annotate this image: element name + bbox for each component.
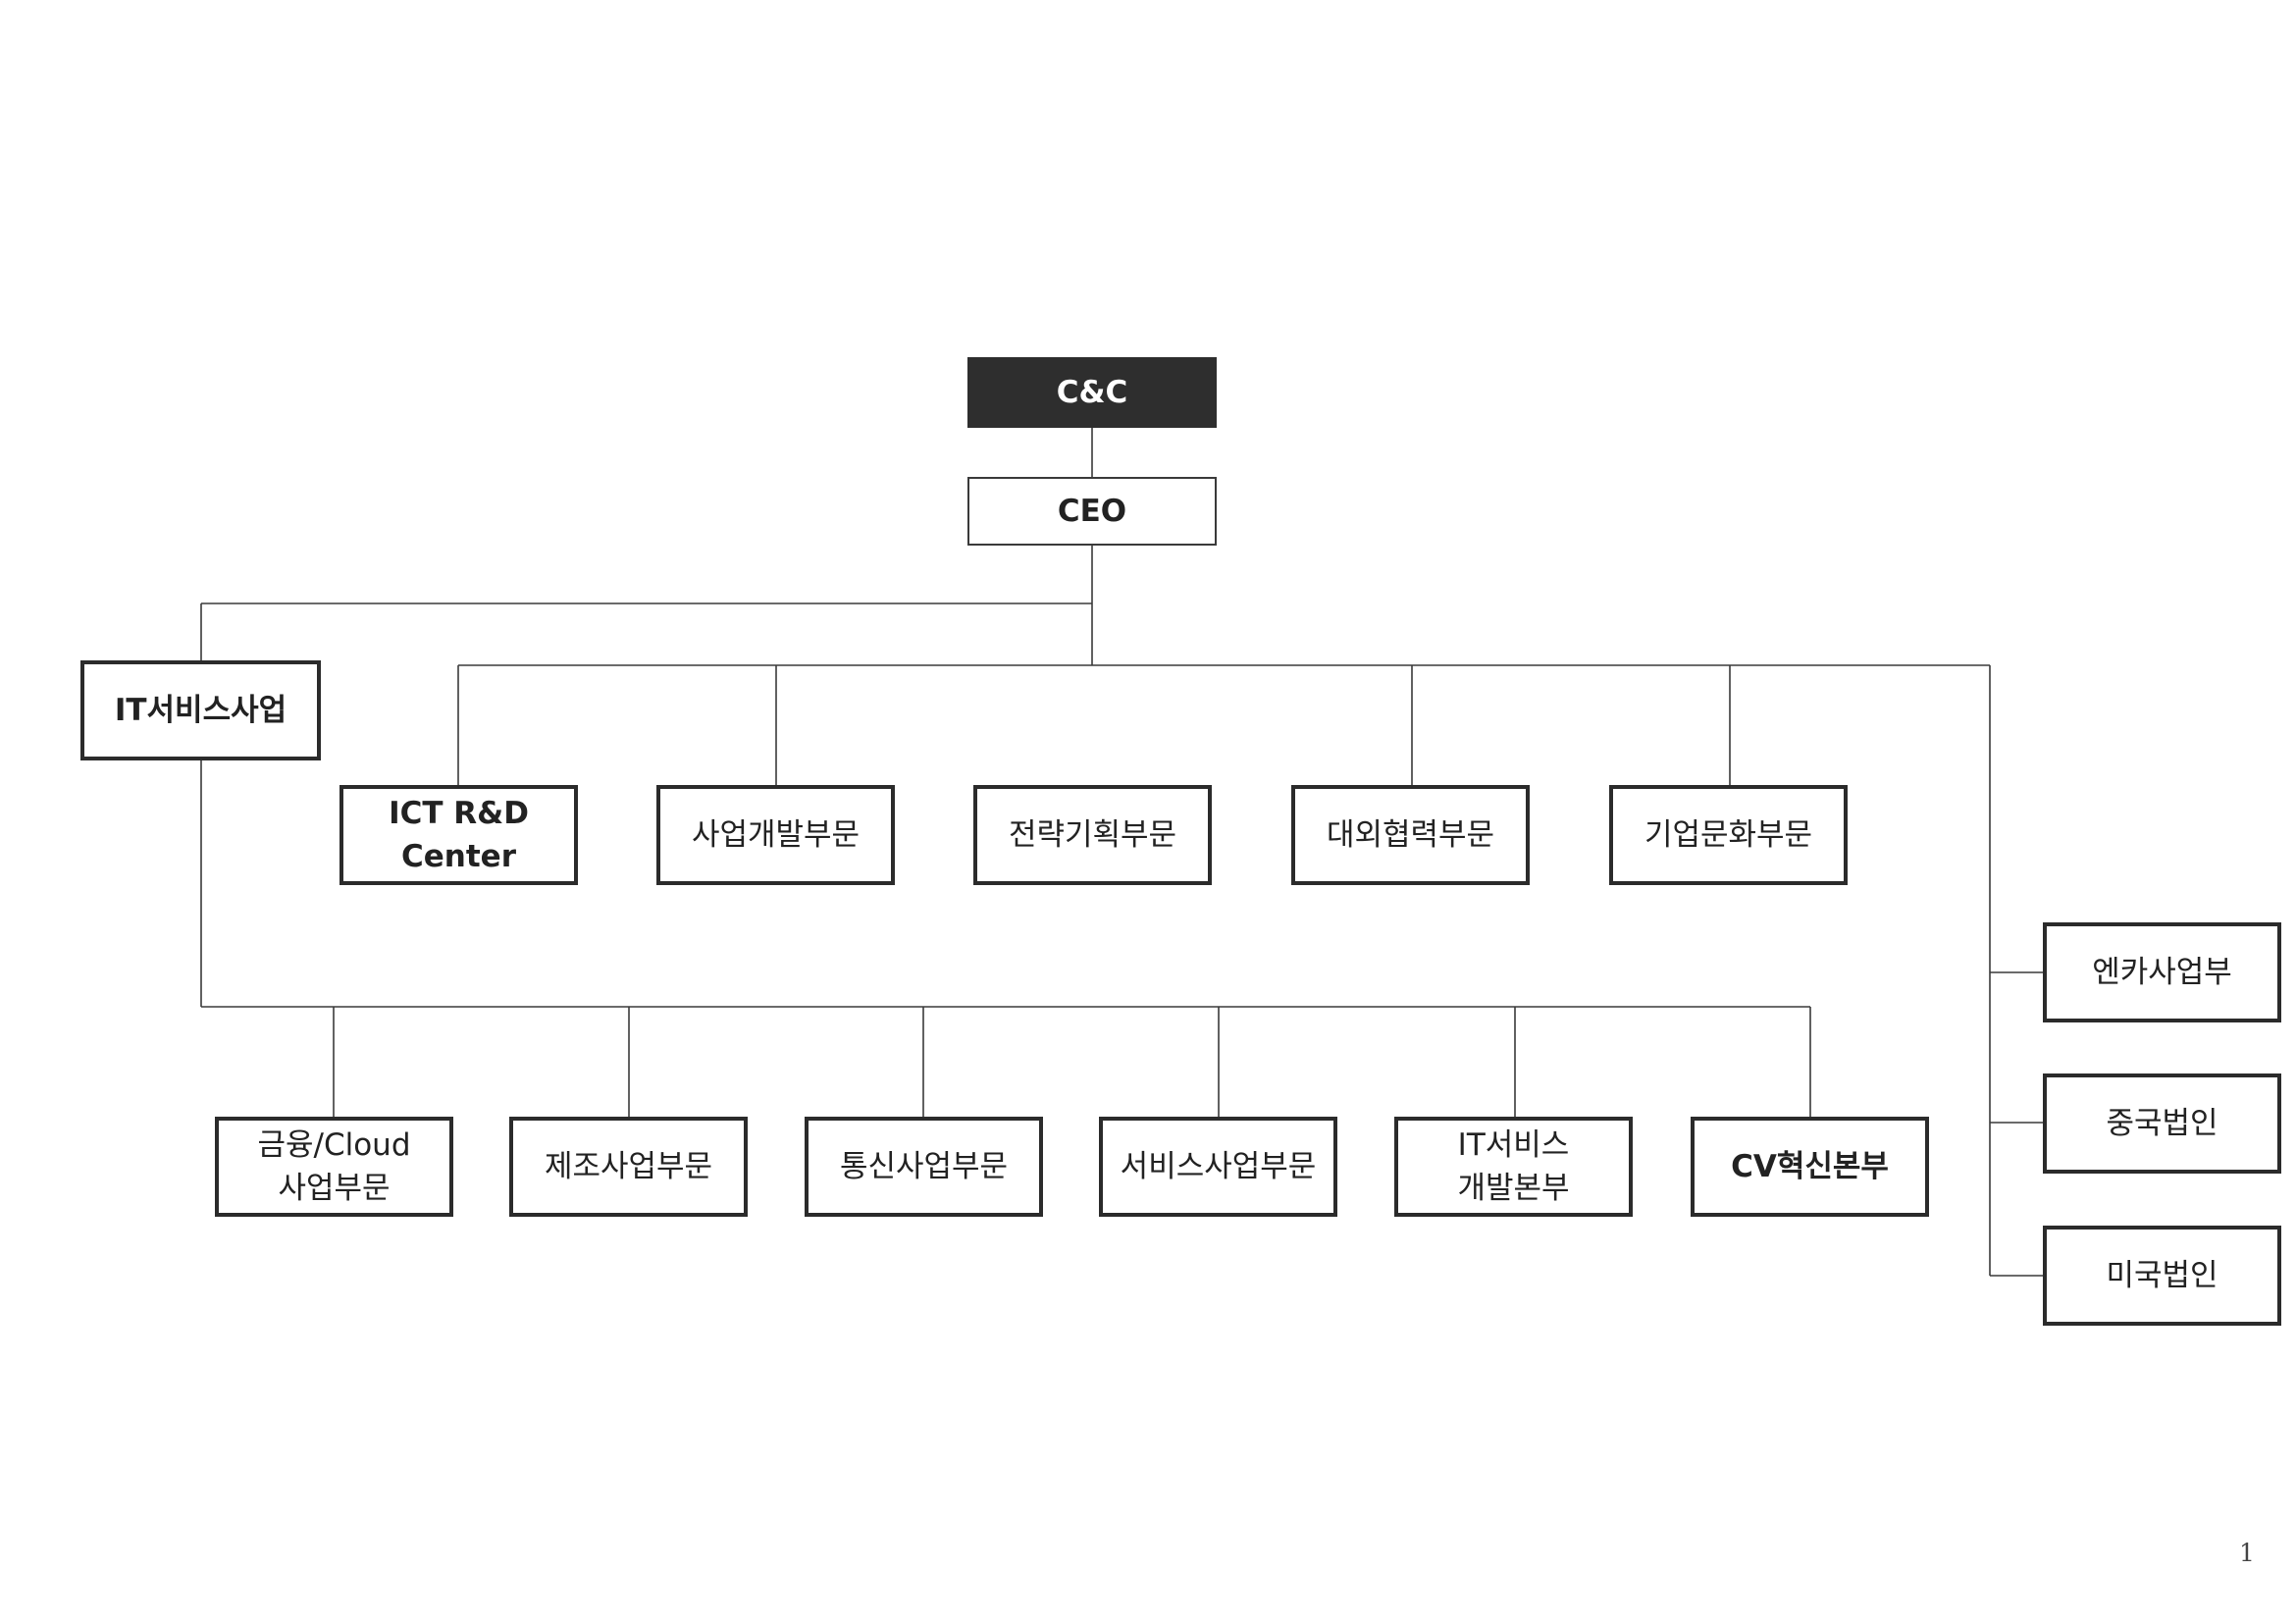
staff-unit-external-cooperation: 대외협력부문	[1291, 785, 1530, 885]
staff-unit-corporate-culture: 기업문화부문	[1609, 785, 1848, 885]
staff-unit-business-development: 사업개발부문	[656, 785, 895, 885]
page-number: 1	[2239, 1539, 2255, 1567]
division-telecom: 통신사업부문	[805, 1117, 1043, 1217]
root-company-box: C&C	[967, 357, 1217, 428]
it-service-business-box: IT서비스사업	[80, 660, 321, 760]
division-finance-cloud: 금융/Cloud 사업부문	[215, 1117, 453, 1217]
staff-unit-strategy-planning: 전략기획부문	[973, 785, 1212, 885]
staff-unit-ict-rnd-center: ICT R&D Center	[339, 785, 578, 885]
ceo-box: CEO	[967, 477, 1217, 546]
division-cv-innovation: CV혁신본부	[1691, 1117, 1929, 1217]
division-service: 서비스사업부문	[1099, 1117, 1337, 1217]
subsidiary-encar: 엔카사업부	[2043, 922, 2281, 1022]
subsidiary-china: 중국법인	[2043, 1073, 2281, 1174]
subsidiary-usa: 미국법인	[2043, 1226, 2281, 1326]
division-it-service-development: IT서비스 개발본부	[1394, 1117, 1633, 1217]
division-manufacturing: 제조사업부문	[509, 1117, 748, 1217]
